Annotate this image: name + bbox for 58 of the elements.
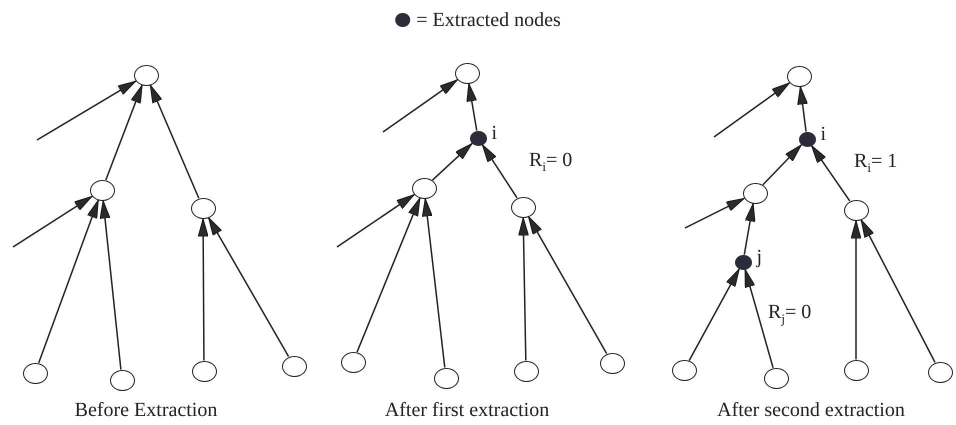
arrow — [356, 198, 421, 352]
arrow — [810, 144, 850, 202]
tree-node — [600, 352, 624, 374]
edge-label: R$_{i}$= 0 — [528, 150, 574, 173]
tree-node — [454, 62, 480, 84]
tree-node — [844, 200, 868, 220]
tree-node — [742, 182, 768, 204]
arrow — [466, 83, 478, 131]
arrow — [208, 217, 290, 357]
arrow — [336, 194, 415, 248]
arrow — [744, 203, 756, 255]
arrow — [714, 82, 790, 138]
tree-node — [190, 198, 216, 218]
arrow — [482, 144, 518, 198]
tree-node — [110, 370, 134, 390]
arrow — [150, 84, 200, 198]
arrow — [100, 200, 122, 370]
edge-label: R$_{j}$= 0 — [767, 302, 812, 325]
arrow — [797, 86, 808, 132]
tree-node — [928, 362, 952, 382]
tree-node — [514, 360, 538, 382]
arrow — [12, 196, 92, 248]
tree-node — [786, 66, 812, 86]
node-label: j — [756, 246, 762, 266]
panel-caption: After second extraction — [717, 400, 905, 420]
panel-caption: Before Extraction — [74, 400, 218, 420]
arrow — [860, 219, 936, 363]
tree-node — [90, 180, 114, 200]
arrow — [38, 200, 100, 364]
tree-node — [22, 362, 48, 384]
tree-node — [434, 368, 458, 388]
tree-node — [764, 368, 788, 388]
arrow — [382, 79, 458, 133]
tree-node — [844, 360, 868, 380]
arrow — [422, 198, 446, 368]
panel-caption: After first extraction — [384, 400, 550, 420]
tree-node — [192, 360, 216, 382]
node-label: i — [492, 122, 498, 142]
arrow — [688, 268, 740, 361]
arrow — [518, 217, 529, 361]
edge-label: R$_{i}$= 1 — [853, 151, 898, 174]
tree-node — [412, 178, 436, 198]
arrow — [850, 220, 862, 360]
tree-node — [134, 64, 158, 86]
tree-node — [340, 352, 366, 372]
tree-node — [510, 196, 536, 218]
arrow — [528, 216, 608, 354]
node-label: i — [820, 124, 826, 144]
arrow — [432, 142, 473, 181]
arrow — [684, 198, 745, 229]
arrow — [744, 268, 774, 368]
legend-text: = Extracted nodes — [416, 10, 561, 30]
arrow — [198, 218, 209, 360]
arrow — [762, 144, 802, 186]
arrow — [105, 84, 143, 180]
arrow — [36, 80, 136, 141]
tree-node — [672, 360, 696, 380]
tree-node — [282, 356, 306, 376]
